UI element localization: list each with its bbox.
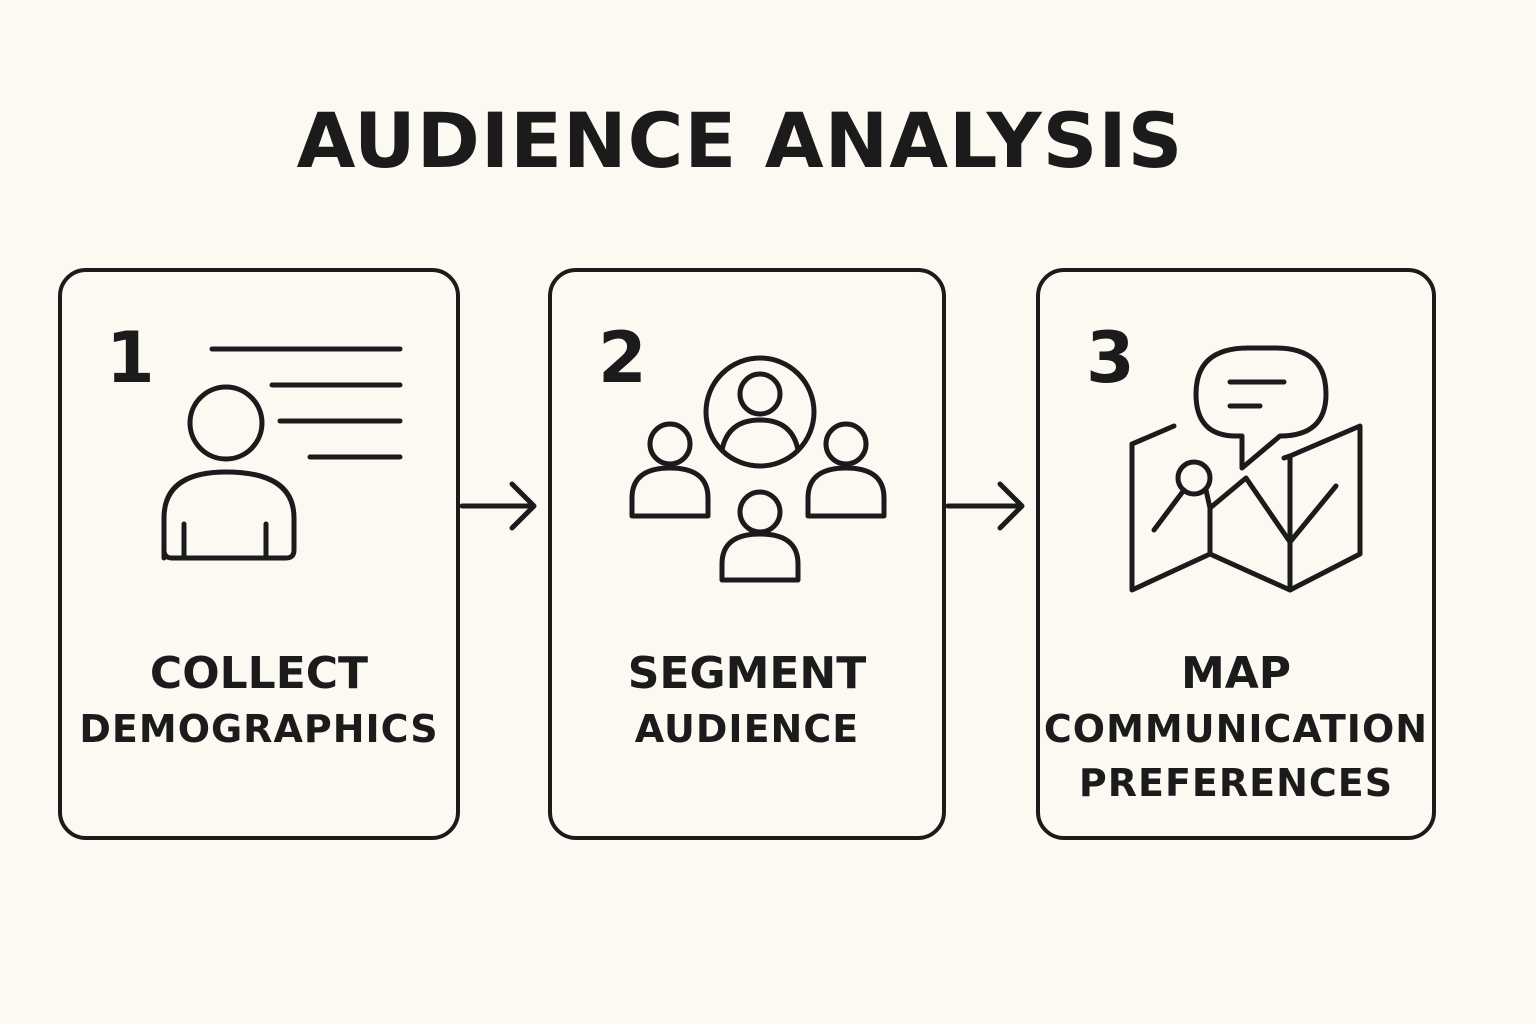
map-chat-icon xyxy=(1129,345,1363,593)
diagram-title: AUDIENCE ANALYSIS xyxy=(296,96,1184,185)
step-label-main: COLLECT xyxy=(149,648,369,699)
step-number: 3 xyxy=(1086,317,1135,399)
step-label-sub: COMMUNICATION xyxy=(1043,707,1429,751)
step-label-main: MAP xyxy=(1180,648,1292,699)
step-card-map: 3 MAP COMMUNICATION PREFERENCES xyxy=(1036,268,1436,840)
step-label-main: SEGMENT xyxy=(627,648,867,699)
step-number: 1 xyxy=(106,317,155,399)
arrow-right-icon xyxy=(459,481,537,531)
step-label-sub: PREFERENCES xyxy=(1078,761,1394,805)
arrow-right-icon xyxy=(945,481,1025,531)
step-card-collect: 1 COLLECT DEMOGRAPHICS xyxy=(58,268,460,840)
step-card-segment: 2 SEGMENT AUDIENCE xyxy=(548,268,946,840)
step-number: 2 xyxy=(598,317,647,399)
audience-group-icon xyxy=(629,355,887,583)
user-profile-icon xyxy=(161,346,403,561)
step-label-sub: AUDIENCE xyxy=(634,707,860,751)
step-label-sub: DEMOGRAPHICS xyxy=(79,707,439,751)
